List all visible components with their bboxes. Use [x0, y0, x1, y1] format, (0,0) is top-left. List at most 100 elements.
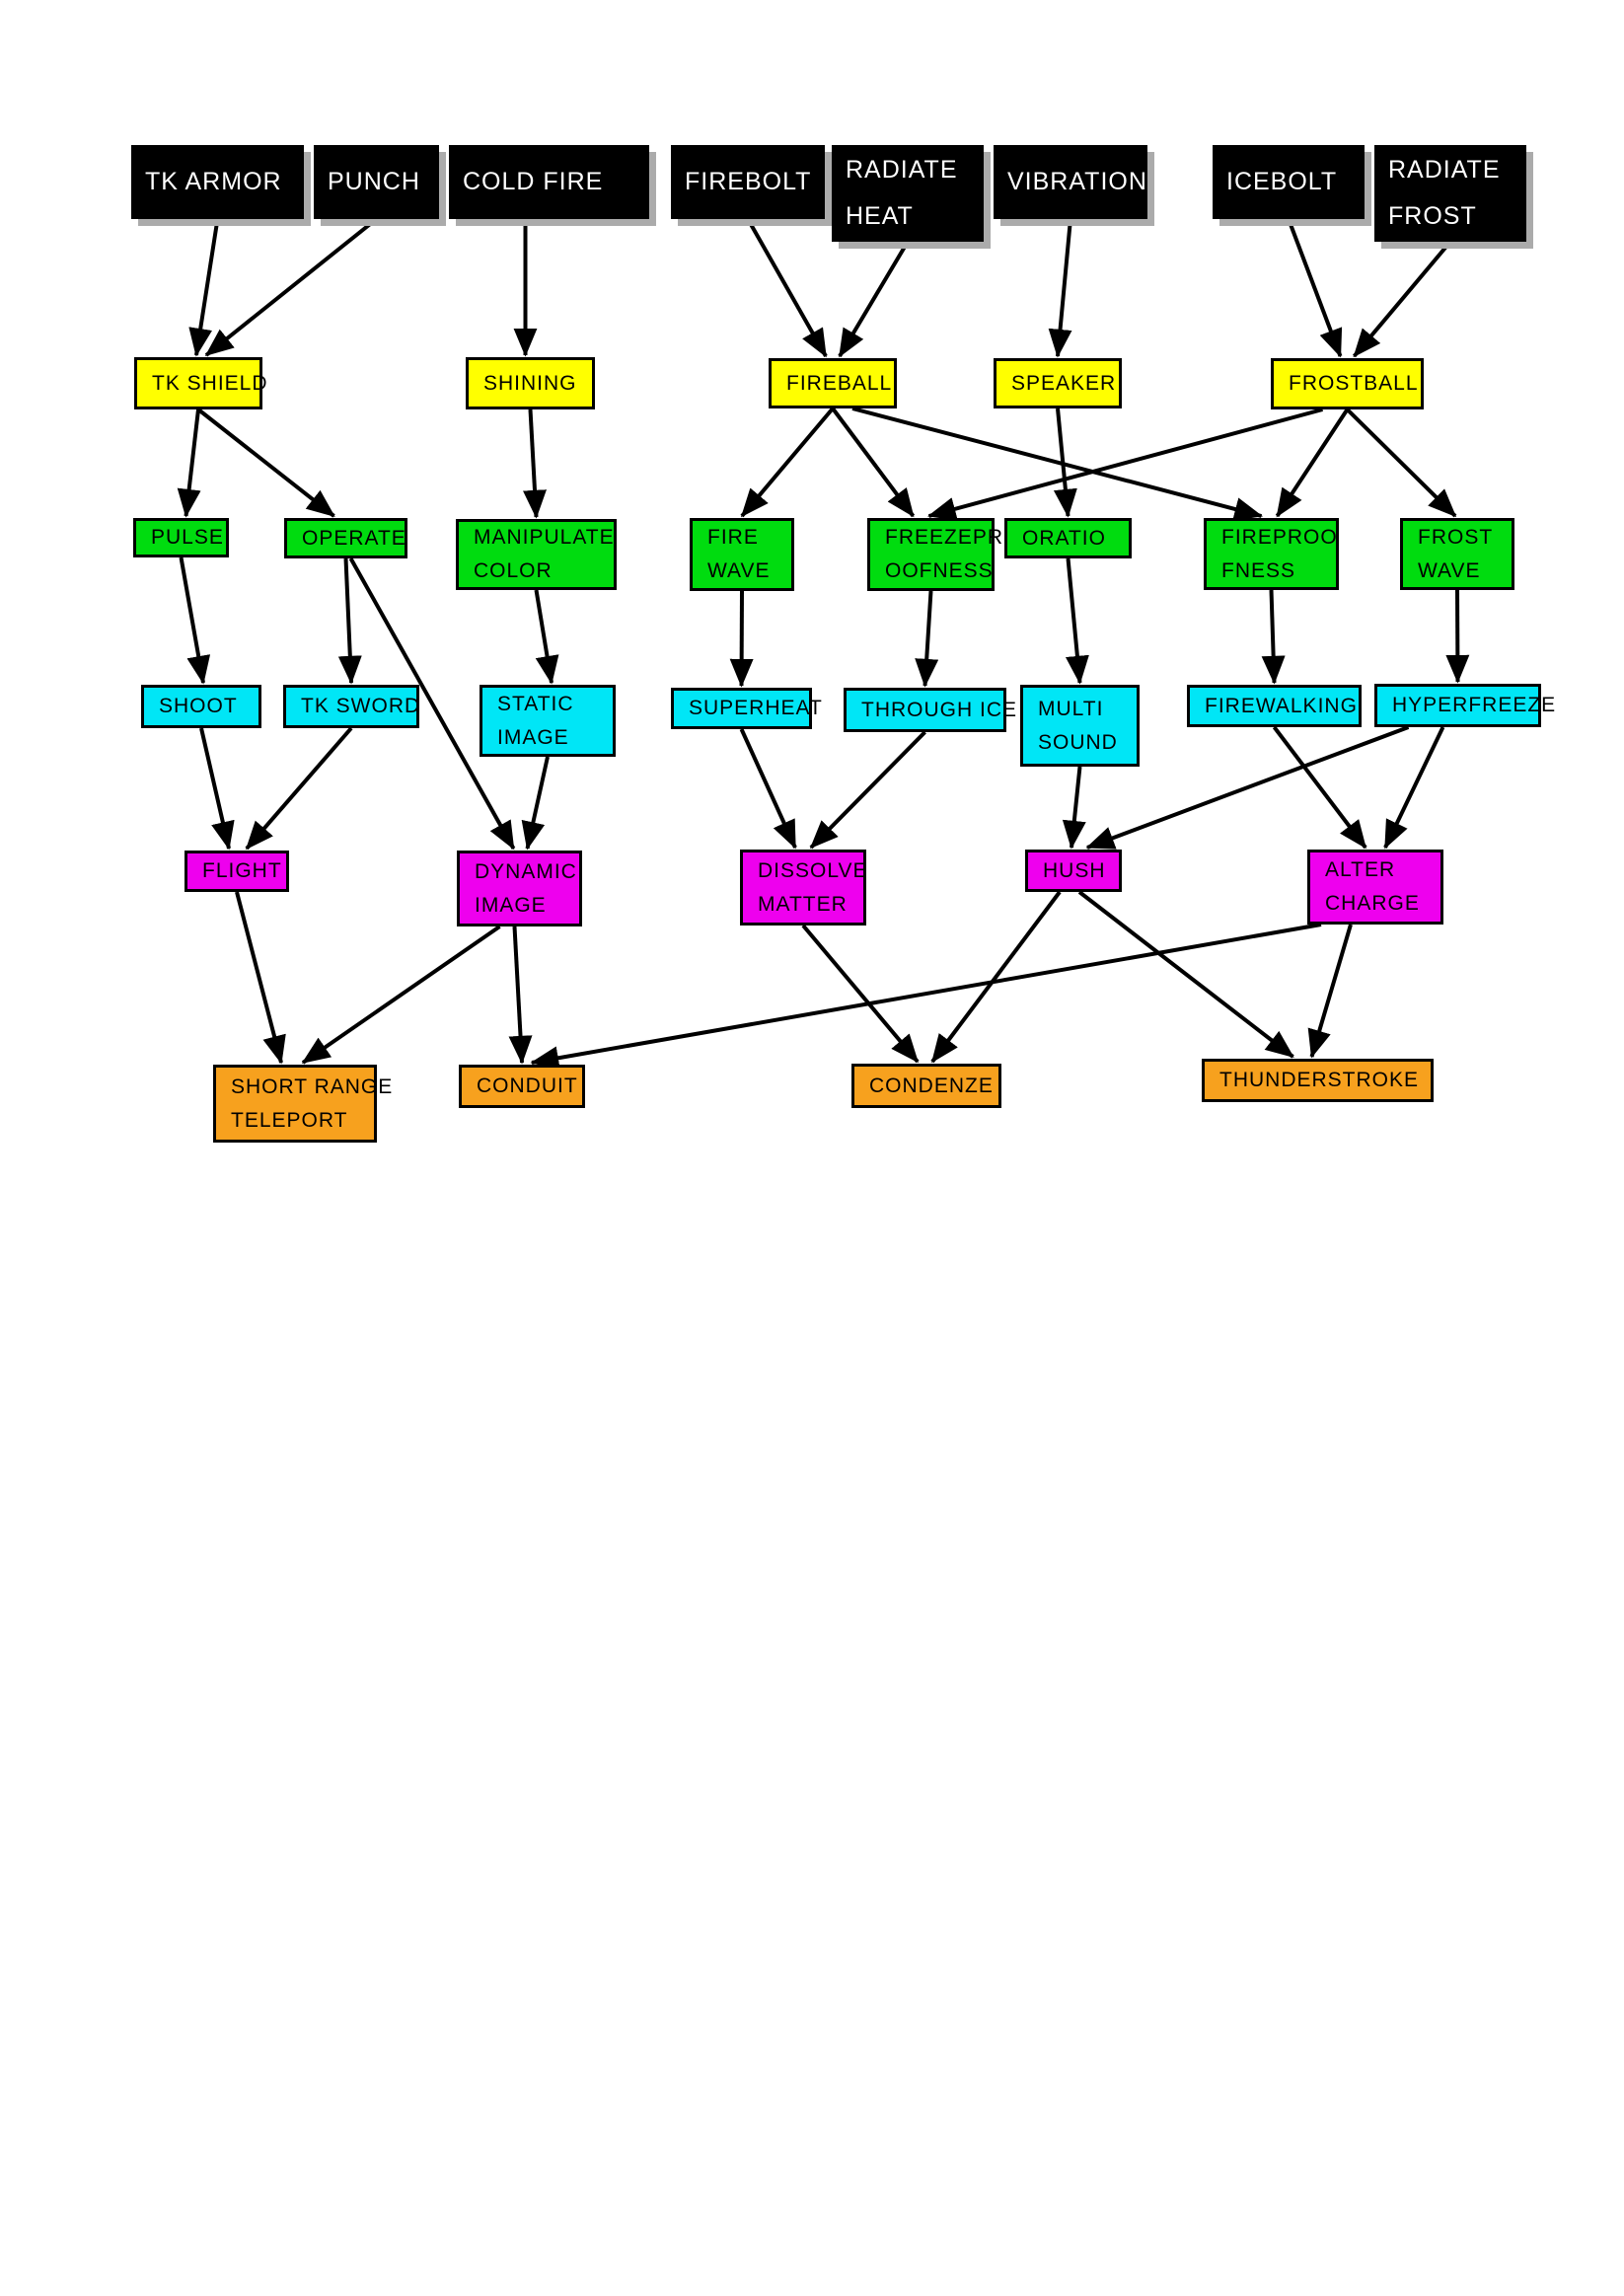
node-hush: HUSH — [1025, 850, 1122, 892]
node-label-line: THROUGH ICE — [861, 698, 1017, 721]
edge-pulse-to-shoot — [179, 556, 211, 685]
edge-flight-to-srt — [235, 891, 286, 1065]
edge-hush-to-condenze — [930, 890, 1062, 1064]
edge-tk_armor-to-tk_shield — [188, 218, 220, 357]
node-label-line: SPEAKER — [1011, 371, 1117, 395]
edge-tk_shield-to-operate — [196, 407, 335, 518]
edge-frost_wave-to-hyperfreeze — [1445, 589, 1470, 684]
edge-operate-to-tk_sword — [337, 557, 362, 685]
node-label-line: FIREWALKING — [1205, 694, 1358, 717]
node-icebolt: ICEBOLT — [1213, 145, 1365, 219]
node-label-line: FROSTBALL — [1289, 372, 1419, 395]
node-label-line: SHORT RANGE — [231, 1074, 394, 1098]
edge-fireball-to-fire_wave — [740, 407, 835, 518]
edge-oratio-to-multi_sound — [1065, 557, 1089, 685]
node-speaker: SPEAKER — [994, 358, 1122, 408]
node-alter_charge: ALTER CHARGE — [1307, 850, 1443, 925]
edge-fire_wave-to-superheat — [729, 590, 754, 688]
edge-frostball-to-frost_wave — [1346, 407, 1457, 518]
node-label-line: STATIC — [497, 692, 574, 715]
node-label-line: WAVE — [1418, 558, 1481, 582]
node-label-line: CONDENZE — [869, 1074, 994, 1097]
node-tk_armor: TK ARMOR — [131, 145, 304, 219]
edge-static_image-to-dynamic_image — [521, 756, 550, 851]
node-vibration: VIBRATION — [994, 145, 1147, 219]
edge-tk_sword-to-flight — [245, 726, 353, 851]
node-label-line: MATTER — [758, 892, 848, 916]
node-dissolve_matter: DISSOLVE MATTER — [740, 850, 866, 926]
node-label-line: PUNCH — [328, 168, 420, 195]
node-label-line: DYNAMIC — [475, 859, 577, 883]
edge-hush-to-thunderstroke — [1077, 890, 1294, 1059]
edge-dissolve_matter-to-condenze — [801, 924, 920, 1064]
node-operate: OPERATE — [284, 518, 407, 558]
node-label-line: SHOOT — [159, 695, 238, 717]
node-fireball: FIREBALL — [769, 358, 897, 408]
node-condenze: CONDENZE — [851, 1064, 1001, 1108]
node-firebolt: FIREBOLT — [671, 145, 825, 219]
node-label-line: OOFNESS — [885, 559, 994, 582]
node-label-line: FROST — [1418, 525, 1494, 549]
edge-firewalking-to-alter_charge — [1272, 725, 1367, 850]
node-firewalking: FIREWALKING — [1187, 685, 1362, 727]
node-label-line: SHINING — [483, 371, 577, 395]
edge-alter_charge-to-conduit — [530, 923, 1322, 1071]
node-shining: SHINING — [466, 357, 595, 409]
node-label-line: FIREPROO — [1221, 525, 1338, 549]
node-tk_shield: TK SHIELD — [134, 357, 267, 409]
node-label-line: WAVE — [707, 559, 771, 582]
node-label-line: CONDUIT — [477, 1074, 578, 1097]
node-label-line: COLOR — [474, 559, 553, 582]
node-fire_wave: FIRE WAVE — [690, 518, 794, 591]
edge-shining-to-manipulate_color — [523, 408, 547, 519]
edge-frostball-to-freezeproofness — [926, 407, 1324, 521]
node-frost_wave: FROST WAVE — [1400, 518, 1514, 590]
node-label-line: ALTER — [1325, 858, 1396, 881]
node-label-line: TK SHIELD — [152, 371, 268, 395]
edge-firebolt-to-fireball — [746, 218, 828, 358]
edge-punch-to-tk_shield — [204, 217, 378, 357]
node-label-line: HUSH — [1043, 858, 1106, 882]
node-superheat: SUPERHEAT — [671, 688, 822, 729]
node-label-line: HYPERFREEZE — [1392, 694, 1557, 716]
edge-alter_charge-to-thunderstroke — [1307, 924, 1353, 1059]
node-label-line: VIBRATION — [1007, 168, 1147, 195]
node-label-line: FIRE — [707, 526, 759, 549]
edge-shoot-to-flight — [199, 727, 235, 851]
node-through_ice: THROUGH ICE — [844, 688, 1016, 732]
node-label-line: FROST — [1388, 202, 1477, 230]
edge-icebolt-to-frostball — [1287, 218, 1343, 358]
node-label-line: DISSOLVE — [758, 858, 868, 882]
node-label-line: ICEBOLT — [1226, 168, 1338, 195]
edge-superheat-to-dissolve_matter — [739, 728, 797, 850]
node-label-line: TK SWORD — [301, 695, 421, 717]
node-oratio: ORATIO — [1004, 518, 1132, 558]
node-label-line: MULTI — [1038, 697, 1104, 720]
node-shoot: SHOOT — [141, 685, 261, 728]
edge-freezeproofness-to-through_ice — [915, 590, 939, 688]
edge-fireball-to-fireproofness — [851, 407, 1264, 521]
edge-fireproofness-to-firewalking — [1261, 589, 1286, 685]
edge-vibration-to-speaker — [1048, 218, 1072, 358]
node-hyperfreeze: HYPERFREEZE — [1374, 684, 1555, 727]
node-label-line: TK ARMOR — [145, 168, 282, 195]
node-label-line: HEAT — [846, 202, 914, 230]
node-manipulate_color: MANIPULATE COLOR — [456, 519, 617, 590]
edge-manipulate_color-to-static_image — [534, 589, 559, 685]
edge-multi_sound-to-hush — [1062, 766, 1086, 850]
edge-radiate_heat-to-fireball — [838, 240, 910, 358]
node-label-line: MANIPULATE — [474, 526, 615, 549]
node-cold_fire: COLD FIRE — [449, 145, 649, 219]
edge-tk_shield-to-pulse — [177, 408, 201, 518]
node-frostball: FROSTBALL — [1271, 358, 1424, 409]
node-label-line: SUPERHEAT — [689, 697, 823, 719]
node-conduit: CONDUIT — [459, 1065, 585, 1108]
node-label-line: CHARGE — [1325, 892, 1420, 915]
node-tk_sword: TK SWORD — [283, 685, 419, 728]
node-label-line: THUNDERSTROKE — [1219, 1069, 1420, 1091]
